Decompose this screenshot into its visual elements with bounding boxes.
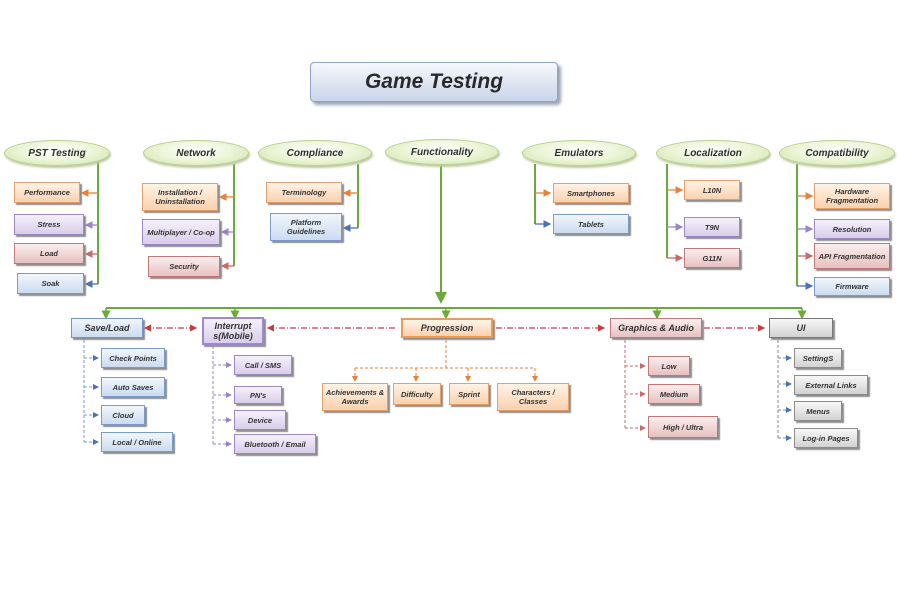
- category-compliance: Compliance: [258, 140, 372, 166]
- category-label: PST Testing: [28, 147, 86, 159]
- item-security: Security: [148, 256, 220, 277]
- category-network: Network: [143, 140, 249, 166]
- item-smartphones: Smartphones: [553, 183, 629, 203]
- category-functionality: Functionality: [385, 139, 499, 165]
- category-pst-testing: PST Testing: [4, 140, 110, 166]
- item-device: Device: [234, 410, 286, 430]
- hub-save-load: Save/Load: [71, 318, 143, 338]
- item-local-online: Local / Online: [101, 432, 173, 452]
- item-characters-classes: Characters / Classes: [497, 383, 569, 411]
- hub-ui: UI: [769, 318, 833, 338]
- category-label: Network: [176, 147, 216, 159]
- item-bluetooth-email: Bluetooth / Email: [234, 434, 316, 454]
- item-cloud: Cloud: [101, 405, 145, 425]
- item-firmware: Firmware: [814, 277, 890, 296]
- hub-interrupts: Interrupt s(Mobile): [202, 317, 264, 345]
- item-hardware-fragmentation: Hardware Fragmentation: [814, 183, 890, 209]
- item-high-ultra: High / Ultra: [648, 416, 718, 438]
- item-medium: Medium: [648, 384, 700, 404]
- item-stress: Stress: [14, 214, 84, 235]
- item-settings: SettingS: [794, 348, 842, 368]
- item-call-sms: Call / SMS: [234, 355, 292, 375]
- item-performance: Performance: [14, 182, 80, 203]
- item-menus: Menus: [794, 401, 842, 421]
- item-sprint: Sprint: [449, 383, 489, 405]
- category-label: Compatibility: [805, 147, 869, 159]
- item-pns: PN's: [234, 386, 282, 404]
- category-emulators: Emulators: [522, 140, 636, 166]
- item-t9n: T9N: [684, 217, 740, 237]
- item-multiplayer: Multiplayer / Co-op: [142, 219, 220, 245]
- hub-progression: Progression: [401, 318, 493, 338]
- item-check-points: Check Points: [101, 348, 165, 368]
- item-achievements: Achievements & Awards: [322, 383, 388, 411]
- item-auto-saves: Auto Saves: [101, 377, 165, 397]
- item-resolution: Resolution: [814, 219, 890, 239]
- item-low: Low: [648, 356, 690, 376]
- item-tablets: Tablets: [553, 214, 629, 234]
- category-label: Functionality: [410, 146, 474, 158]
- item-g11n: G11N: [684, 248, 740, 268]
- category-compatibility: Compatibility: [779, 140, 895, 166]
- item-load: Load: [14, 243, 84, 264]
- hub-graphics-audio: Graphics & Audio: [610, 318, 702, 338]
- item-api-fragmentation: API Fragmentation: [814, 243, 890, 269]
- title-box: Game Testing: [310, 62, 558, 102]
- item-installation: Installation / Uninstallation: [142, 183, 218, 211]
- item-l10n: L10N: [684, 180, 740, 200]
- item-difficulty: Difficulty: [393, 383, 441, 405]
- page-title: Game Testing: [364, 70, 504, 93]
- item-login-pages: Log-in Pages: [794, 428, 858, 448]
- item-platform-guidelines: Platform Guidelines: [270, 213, 342, 241]
- item-soak: Soak: [17, 273, 84, 294]
- category-localization: Localization: [656, 140, 770, 166]
- item-external-links: External Links: [794, 375, 868, 395]
- category-label: Localization: [684, 147, 742, 159]
- category-label: Compliance: [286, 147, 344, 159]
- category-label: Emulators: [554, 147, 604, 159]
- item-terminology: Terminology: [266, 182, 342, 203]
